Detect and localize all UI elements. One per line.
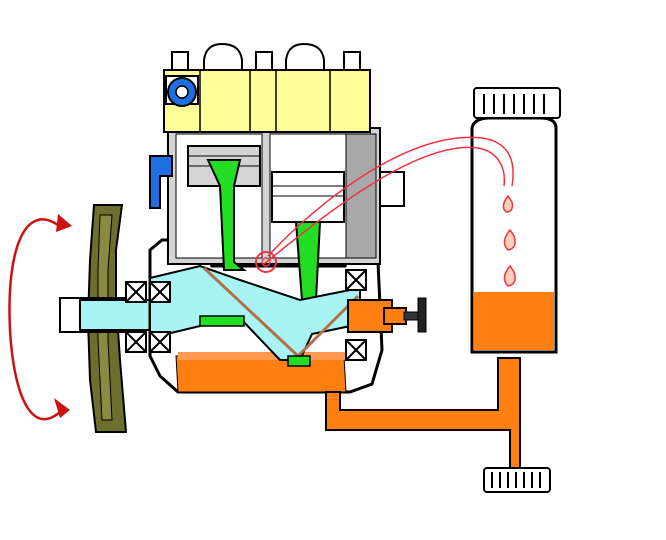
oil-flow-path xyxy=(255,136,514,273)
head-nuts xyxy=(171,42,361,71)
oil-pump xyxy=(347,297,427,333)
drain-cap xyxy=(483,467,551,493)
oil-drop-icon xyxy=(502,194,516,287)
dipper xyxy=(287,355,311,367)
oil-sump xyxy=(175,355,347,393)
oil-return-pipe xyxy=(325,357,521,471)
rotation-arrow-icon xyxy=(8,214,72,421)
connecting-rod-left xyxy=(206,159,247,271)
head-blue-fitting xyxy=(167,77,197,107)
main-bearings xyxy=(125,269,367,361)
oil-surface xyxy=(178,352,346,360)
big-end-bearing xyxy=(199,315,245,327)
blue-casting xyxy=(149,155,173,209)
reservoir-cap xyxy=(473,87,561,119)
cylinder-head xyxy=(163,69,371,133)
